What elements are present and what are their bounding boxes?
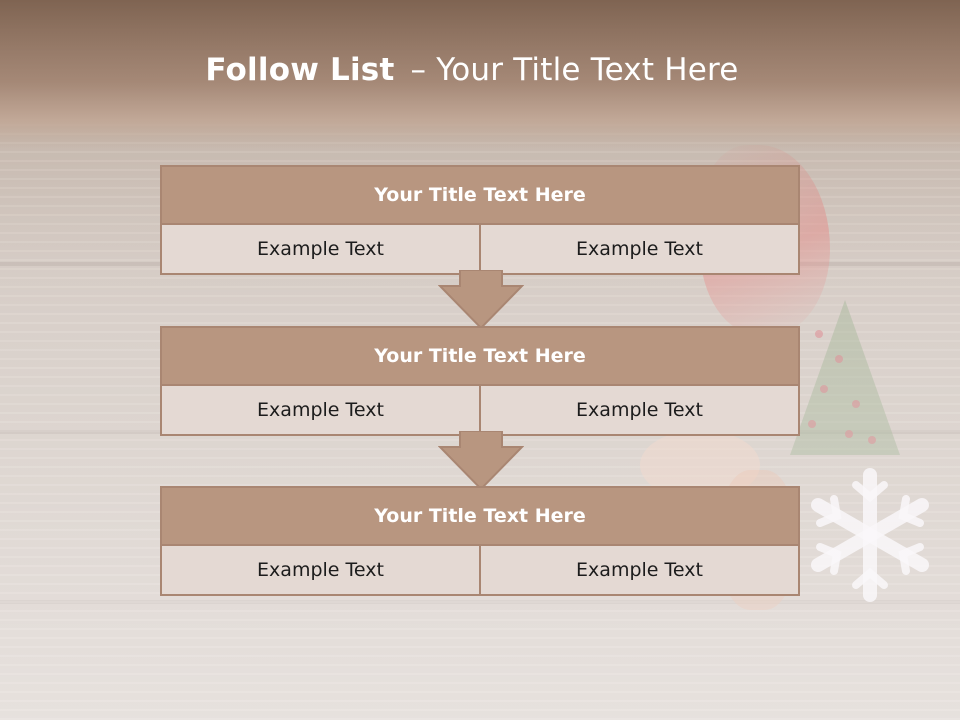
down-arrow-icon: [438, 431, 524, 491]
block-row: Example Text Example Text: [162, 225, 798, 273]
block-title: Your Title Text Here: [162, 167, 798, 225]
block-row: Example Text Example Text: [162, 386, 798, 434]
block-cell-left: Example Text: [162, 225, 479, 273]
title-separator: –: [410, 52, 427, 88]
down-arrow-icon: [438, 270, 524, 330]
block-cell-right: Example Text: [479, 225, 798, 273]
flow-block-3: Your Title Text Here Example Text Exampl…: [160, 486, 800, 596]
title-bold: Follow List: [205, 52, 395, 88]
block-cell-left: Example Text: [162, 386, 479, 434]
block-cell-right: Example Text: [479, 546, 798, 594]
block-title: Your Title Text Here: [162, 328, 798, 386]
page-title: Follow List–Your Title Text Here: [0, 52, 944, 88]
block-cell-right: Example Text: [479, 386, 798, 434]
block-title: Your Title Text Here: [162, 488, 798, 546]
block-cell-left: Example Text: [162, 546, 479, 594]
flow-block-1: Your Title Text Here Example Text Exampl…: [160, 165, 800, 275]
block-row: Example Text Example Text: [162, 546, 798, 594]
title-rest: Your Title Text Here: [436, 52, 739, 88]
flow-block-2: Your Title Text Here Example Text Exampl…: [160, 326, 800, 436]
